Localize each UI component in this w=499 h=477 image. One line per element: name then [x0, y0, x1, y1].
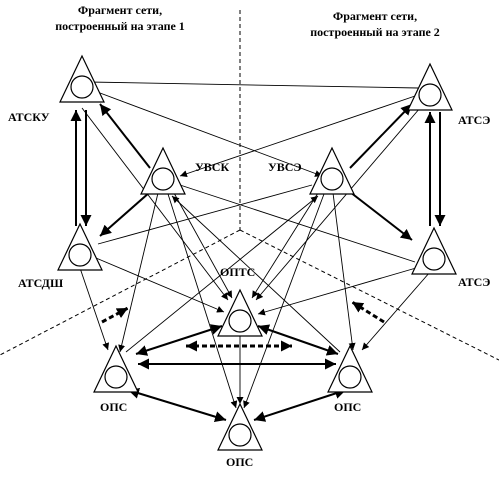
label-uvse: УВСЭ — [268, 160, 302, 174]
dashed-arrow-ops-left-atsdsh — [101, 306, 129, 324]
arrow-ops-left-ops-bottom — [127, 387, 227, 423]
label-atse-bottom: АТСЭ — [458, 275, 490, 289]
arrow-ops-right-ops-bottom — [253, 388, 347, 422]
node-atse-top — [407, 62, 453, 111]
node-opts — [217, 288, 263, 337]
header-right-line2: построенный на этапе 2 — [310, 25, 440, 39]
arrow-ops-left-opts — [135, 324, 223, 356]
link-atse-bottom-opts — [257, 267, 417, 316]
node-atse-bottom — [411, 226, 457, 275]
arrow-uvse-atse-top — [349, 103, 413, 169]
separator-left — [0, 229, 241, 356]
link-atsku-atse-top — [87, 81, 419, 89]
link-uvsk-atse-bottom — [179, 184, 416, 263]
label-ops-right: ОПС — [334, 400, 361, 414]
link-atse-bottom-ops-right — [361, 271, 431, 351]
label-atsdsh: АТСДШ — [18, 276, 63, 290]
node-atsku — [59, 54, 105, 103]
node-atsdsh — [57, 222, 103, 271]
arrow-uvse-atse-bottom — [349, 191, 413, 241]
node-ops-right — [327, 344, 373, 393]
header-right-line1: Фрагмент сети, — [333, 9, 417, 23]
dashed-links — [101, 300, 385, 352]
arrow-ops-right-opts — [257, 324, 339, 356]
link-atsdsh-ops-left — [79, 267, 110, 351]
zone-separators — [0, 10, 499, 361]
thick-links — [70, 103, 446, 423]
link-uvse-ops-right — [332, 192, 356, 351]
thin-links — [79, 81, 431, 409]
link-uvsk-opts — [173, 192, 233, 299]
label-opts: ОПТС — [220, 265, 255, 279]
label-atsku: АТСКУ — [8, 110, 50, 124]
node-uvse — [309, 146, 355, 195]
link-atsku-uvse — [91, 89, 323, 177]
label-atse-top: АТСЭ — [458, 113, 490, 127]
header-left-line2: построенный на этапе 1 — [55, 19, 185, 33]
link-atsdsh-opts — [95, 257, 225, 313]
header-left-line1: Фрагмент сети, — [78, 3, 162, 17]
node-ops-bottom — [217, 402, 263, 451]
label-ops-left: ОПС — [100, 400, 127, 414]
link-atse-top-opts — [255, 107, 421, 301]
arrow-uvsk-atsdsh — [99, 191, 151, 237]
label-uvsk: УВСК — [195, 160, 229, 174]
arrow-uvsk-atsku — [99, 103, 151, 169]
node-ops-left — [93, 344, 139, 393]
node-uvsk — [140, 146, 186, 195]
link-uvse-opts — [251, 192, 319, 299]
link-uvsk-ops-bottom — [167, 193, 238, 409]
link-uvse-ops-bottom — [243, 193, 325, 409]
separator-right — [239, 229, 499, 361]
dashed-arrow-ops-right-atse-bottom — [351, 300, 385, 324]
link-uvsk-ops-left — [118, 192, 159, 353]
link-atse-top-uvsk — [179, 94, 419, 178]
link-uvse-atsdsh — [97, 184, 313, 245]
label-ops-bottom: ОПС — [226, 455, 253, 469]
